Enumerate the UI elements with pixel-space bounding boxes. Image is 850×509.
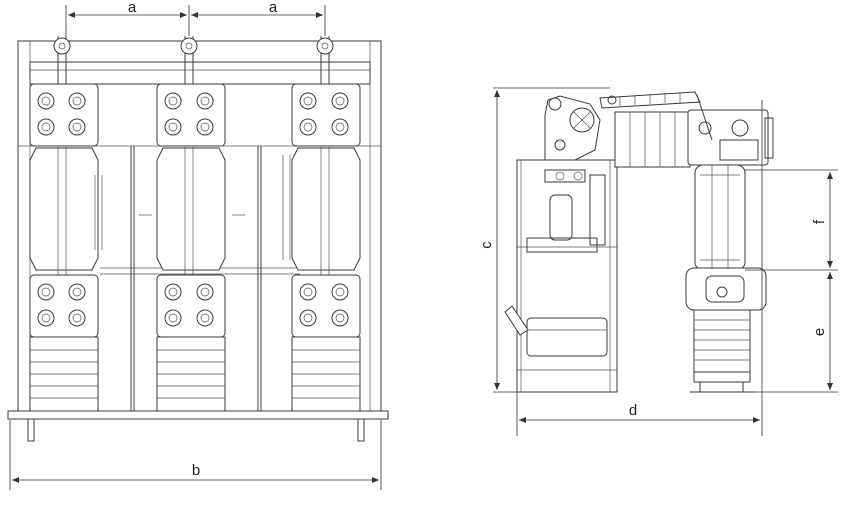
pole-1 <box>29 36 103 412</box>
dimension-e-f: f e <box>690 169 838 393</box>
dimension-label-d: d <box>629 402 637 419</box>
side-view: c d f e <box>478 87 838 436</box>
dimension-label-a-right: a <box>269 0 278 16</box>
pole-2 <box>139 36 245 412</box>
dimension-d: d <box>516 100 763 436</box>
dimension-label-a-left: a <box>128 0 137 16</box>
dimension-label-c: c <box>478 241 495 249</box>
dimension-a: a a <box>65 0 326 36</box>
pole-3 <box>282 36 361 412</box>
dimension-b: b <box>9 420 382 490</box>
dimension-c: c <box>478 87 610 393</box>
front-view: a a b <box>7 0 389 490</box>
dimension-label-b: b <box>192 462 200 479</box>
dimension-label-e: e <box>811 328 828 336</box>
dimension-label-f: f <box>811 219 828 224</box>
